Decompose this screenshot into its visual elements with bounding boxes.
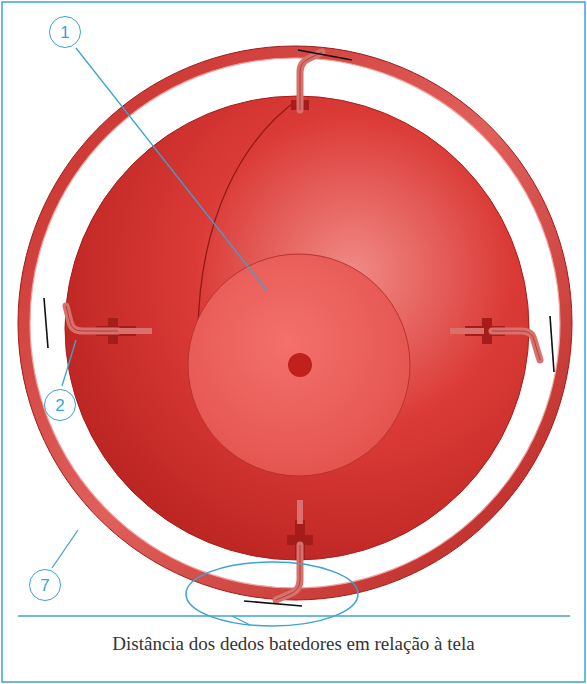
callout-number: 1 <box>60 24 69 41</box>
hub <box>188 254 410 476</box>
beater-finger <box>44 298 152 348</box>
callout-circle: 1 <box>49 16 81 48</box>
callout-circle: 2 <box>44 389 76 421</box>
leader-line <box>52 530 78 568</box>
caption: Distância dos dedos batedores em relação… <box>0 633 587 656</box>
leader-line <box>62 340 76 386</box>
callout-number: 7 <box>40 577 49 594</box>
caption-rule <box>18 615 570 617</box>
beater-finger <box>244 500 313 606</box>
screen-ring-edge <box>30 58 560 588</box>
screen-ring-edge <box>18 46 572 600</box>
callout-number: 2 <box>55 397 64 414</box>
rotor-disc <box>65 96 529 560</box>
shaft <box>288 353 312 377</box>
beater-finger <box>450 316 554 372</box>
leader-line <box>76 48 268 292</box>
beater-finger <box>291 50 352 110</box>
callout-circle: 7 <box>29 569 61 601</box>
leader-line <box>232 616 250 625</box>
screen-ring <box>24 52 566 594</box>
